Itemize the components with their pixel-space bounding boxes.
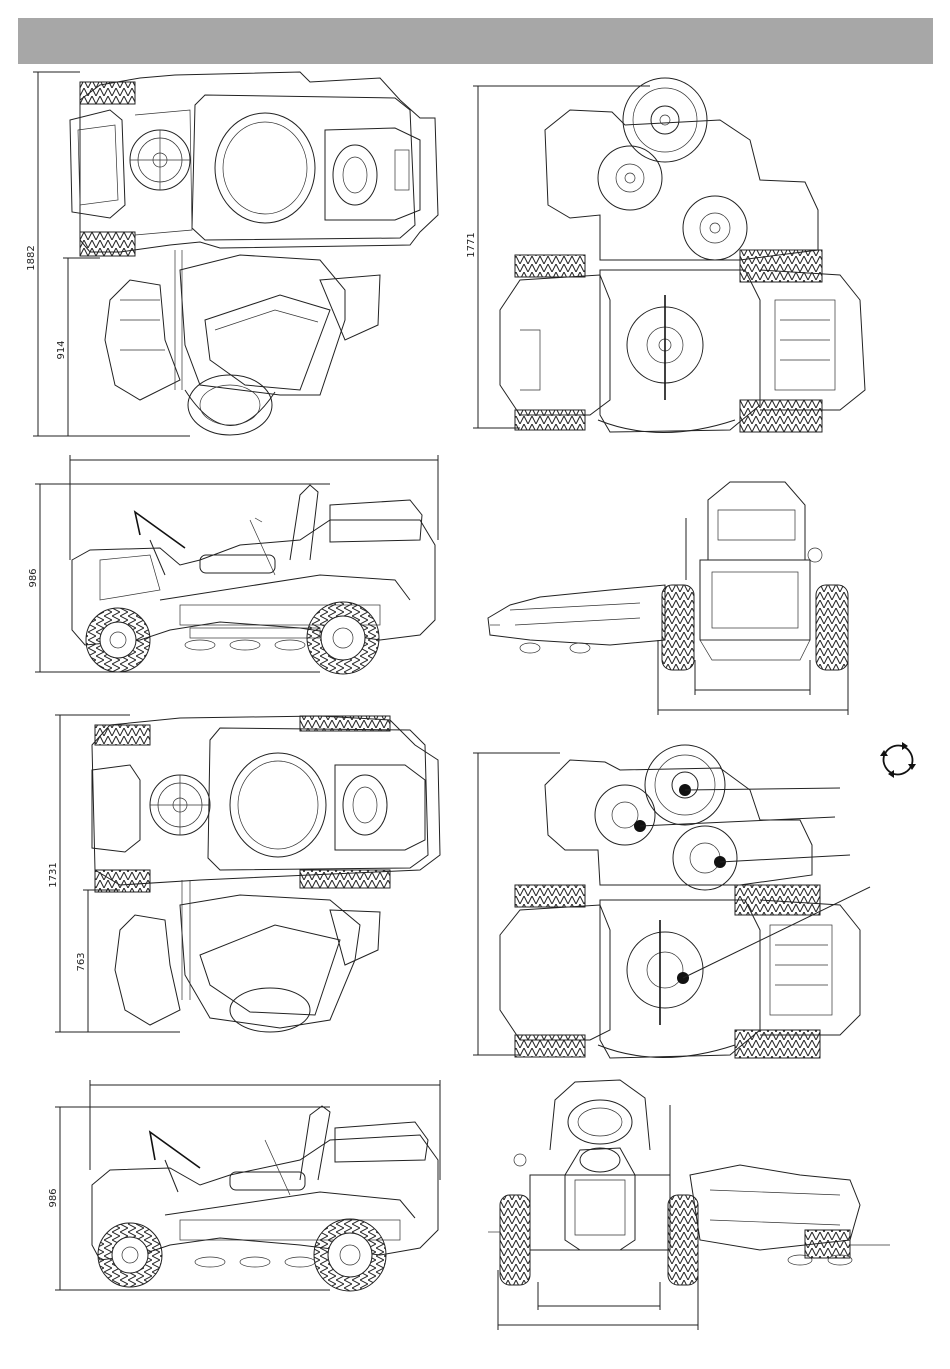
dim-length-2: 1771 (466, 232, 477, 257)
view-front-1 (488, 1080, 890, 1330)
rotate-arrows-icon (880, 742, 916, 778)
dim-height-1: 986 (28, 568, 39, 587)
dim-partial-1: 914 (56, 340, 67, 359)
dim-length-1: 1882 (26, 245, 37, 270)
dim-length-3: 1731 (48, 862, 59, 887)
view-top-1 (33, 72, 438, 436)
view-side-1 (35, 455, 438, 674)
dim-partial-3: 763 (76, 952, 87, 971)
view-rear-1 (488, 482, 848, 715)
view-top-4 (473, 745, 870, 1058)
view-top-3 (55, 715, 440, 1032)
view-side-2 (55, 1080, 440, 1291)
dim-height-2: 986 (48, 1188, 59, 1207)
view-top-2 (473, 78, 865, 433)
